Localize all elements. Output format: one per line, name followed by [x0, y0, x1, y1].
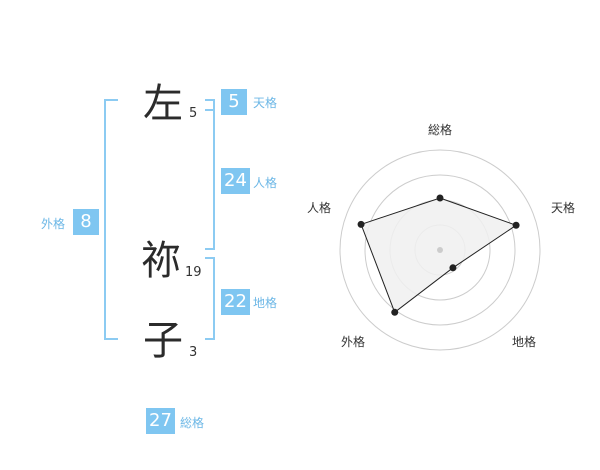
- chikaku-bracket: [205, 257, 215, 340]
- jinkaku-label: 人格: [253, 176, 278, 190]
- radar-area: [360, 197, 518, 314]
- radar-points: [357, 194, 520, 316]
- chikaku-badge: 22: [221, 289, 250, 315]
- radar-ring: [364, 174, 516, 326]
- name-char-1: 左: [143, 81, 183, 127]
- jinkaku-bracket: [205, 109, 215, 250]
- name-char-3: 子: [143, 318, 183, 364]
- radar-label-gaikaku: 外格: [341, 335, 366, 349]
- gaikaku-label: 外格: [41, 217, 66, 231]
- radar-center: [437, 247, 443, 253]
- tenkaku-bracket: [205, 99, 215, 110]
- tenkaku-label: 天格: [253, 96, 278, 110]
- name-char-1-strokes: 5: [189, 106, 198, 121]
- radar-label-jinkaku: 人格: [307, 201, 332, 215]
- radar-label-tenkaku: 天格: [551, 201, 576, 215]
- radar-point: [512, 221, 520, 229]
- radar-label-soukaku: 総格: [428, 123, 453, 137]
- name-char-2-strokes: 19: [185, 265, 202, 280]
- radar-point: [436, 194, 444, 202]
- radar-point: [391, 308, 399, 316]
- radar-ring: [339, 149, 541, 351]
- radar-chart: [339, 149, 541, 351]
- soukaku-label: 総格: [180, 416, 205, 430]
- name-char-2: 祢: [141, 238, 181, 284]
- chikaku-label: 地格: [253, 296, 278, 310]
- gaikaku-badge: 8: [73, 209, 99, 235]
- gaikaku-bracket: [104, 99, 118, 340]
- tenkaku-badge: 5: [221, 89, 247, 115]
- radar-point: [449, 264, 457, 272]
- soukaku-badge: 27: [146, 408, 175, 434]
- name-char-3-strokes: 3: [189, 345, 198, 360]
- jinkaku-badge: 24: [221, 168, 250, 194]
- radar-point: [357, 220, 365, 228]
- radar-label-chikaku: 地格: [512, 335, 537, 349]
